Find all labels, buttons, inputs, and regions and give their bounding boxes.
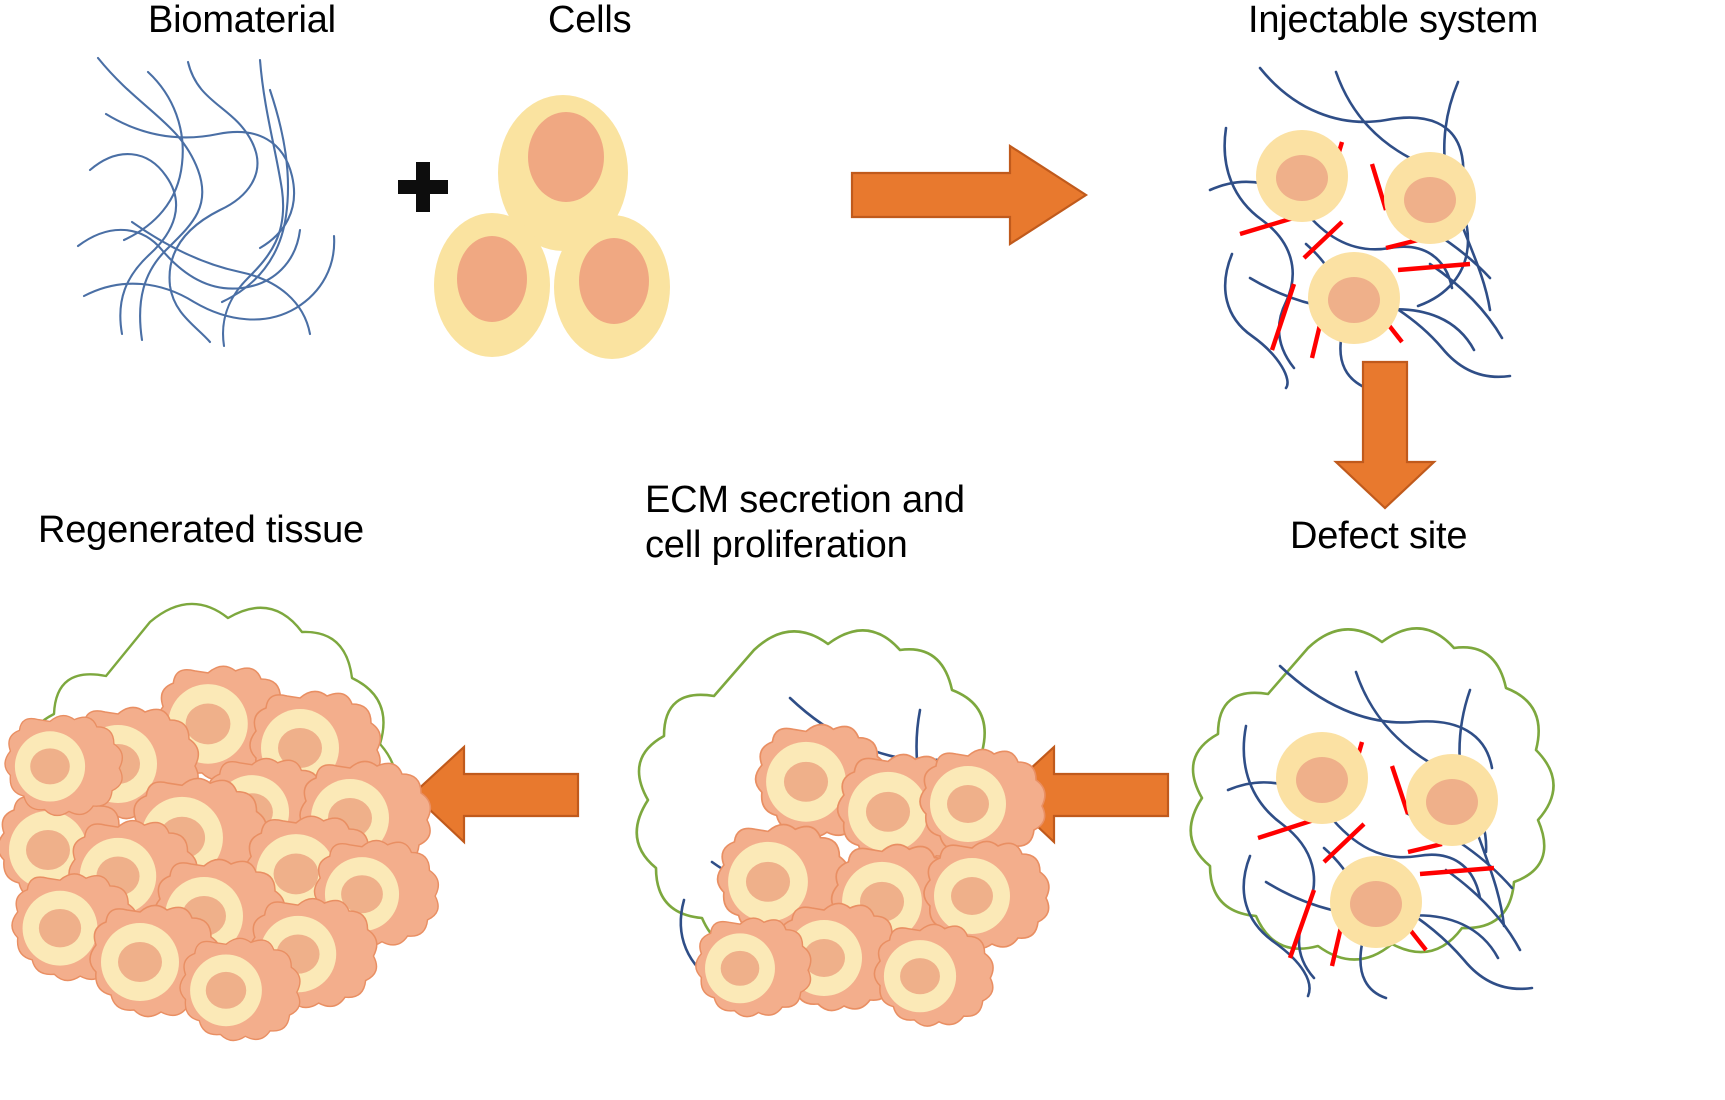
cells-cluster — [434, 95, 670, 359]
nucleus — [457, 236, 527, 322]
ecm-cell — [873, 923, 994, 1027]
defect-site-network — [1189, 627, 1555, 1000]
cell — [1406, 754, 1498, 846]
nucleus — [1276, 155, 1328, 201]
label-defect-site: Defect site — [1290, 515, 1468, 557]
cell — [1256, 130, 1348, 222]
nucleus — [1350, 881, 1402, 927]
arrow-ecm-to-regenerated — [410, 742, 580, 848]
cell — [1330, 856, 1422, 948]
cell — [1276, 732, 1368, 824]
cell — [1308, 252, 1400, 344]
label-cells: Cells — [548, 0, 632, 41]
cell — [434, 213, 550, 357]
panel-cells — [430, 95, 700, 365]
cell — [498, 95, 628, 251]
arrow-mix-to-injectable — [850, 140, 1090, 250]
plus-icon — [396, 160, 450, 214]
nucleus — [528, 112, 604, 202]
ecm-secretion-cluster — [635, 629, 1050, 1027]
panel-injectable-system — [1190, 58, 1520, 390]
label-ecm-line1: ECM secretion and — [645, 479, 965, 521]
label-injectable-system: Injectable system — [1248, 0, 1539, 41]
regenerated-tissue-cluster — [0, 602, 440, 1042]
label-ecm-line2: cell proliferation — [645, 523, 908, 566]
nucleus — [1328, 277, 1380, 323]
ecm-cell — [695, 917, 812, 1018]
nucleus — [1296, 757, 1348, 803]
biomaterial-chain-network — [76, 56, 336, 348]
label-biomaterial: Biomaterial — [148, 0, 336, 41]
nucleus — [1426, 779, 1478, 825]
cell — [1384, 152, 1476, 244]
injectable-network — [1208, 66, 1512, 390]
arrow-injectable-to-defect — [1330, 360, 1440, 510]
panel-biomaterial — [70, 50, 370, 350]
nucleus — [579, 238, 649, 324]
label-regenerated-tissue: Regenerated tissue — [38, 509, 364, 551]
panel-regenerated-tissue — [0, 580, 440, 1042]
panel-ecm-secretion — [620, 600, 1050, 1027]
nucleus — [1404, 177, 1456, 223]
tissue-cell — [179, 937, 301, 1042]
tissue-boundary — [1189, 627, 1555, 961]
cell — [554, 215, 670, 359]
panel-defect-site — [1170, 600, 1570, 1000]
